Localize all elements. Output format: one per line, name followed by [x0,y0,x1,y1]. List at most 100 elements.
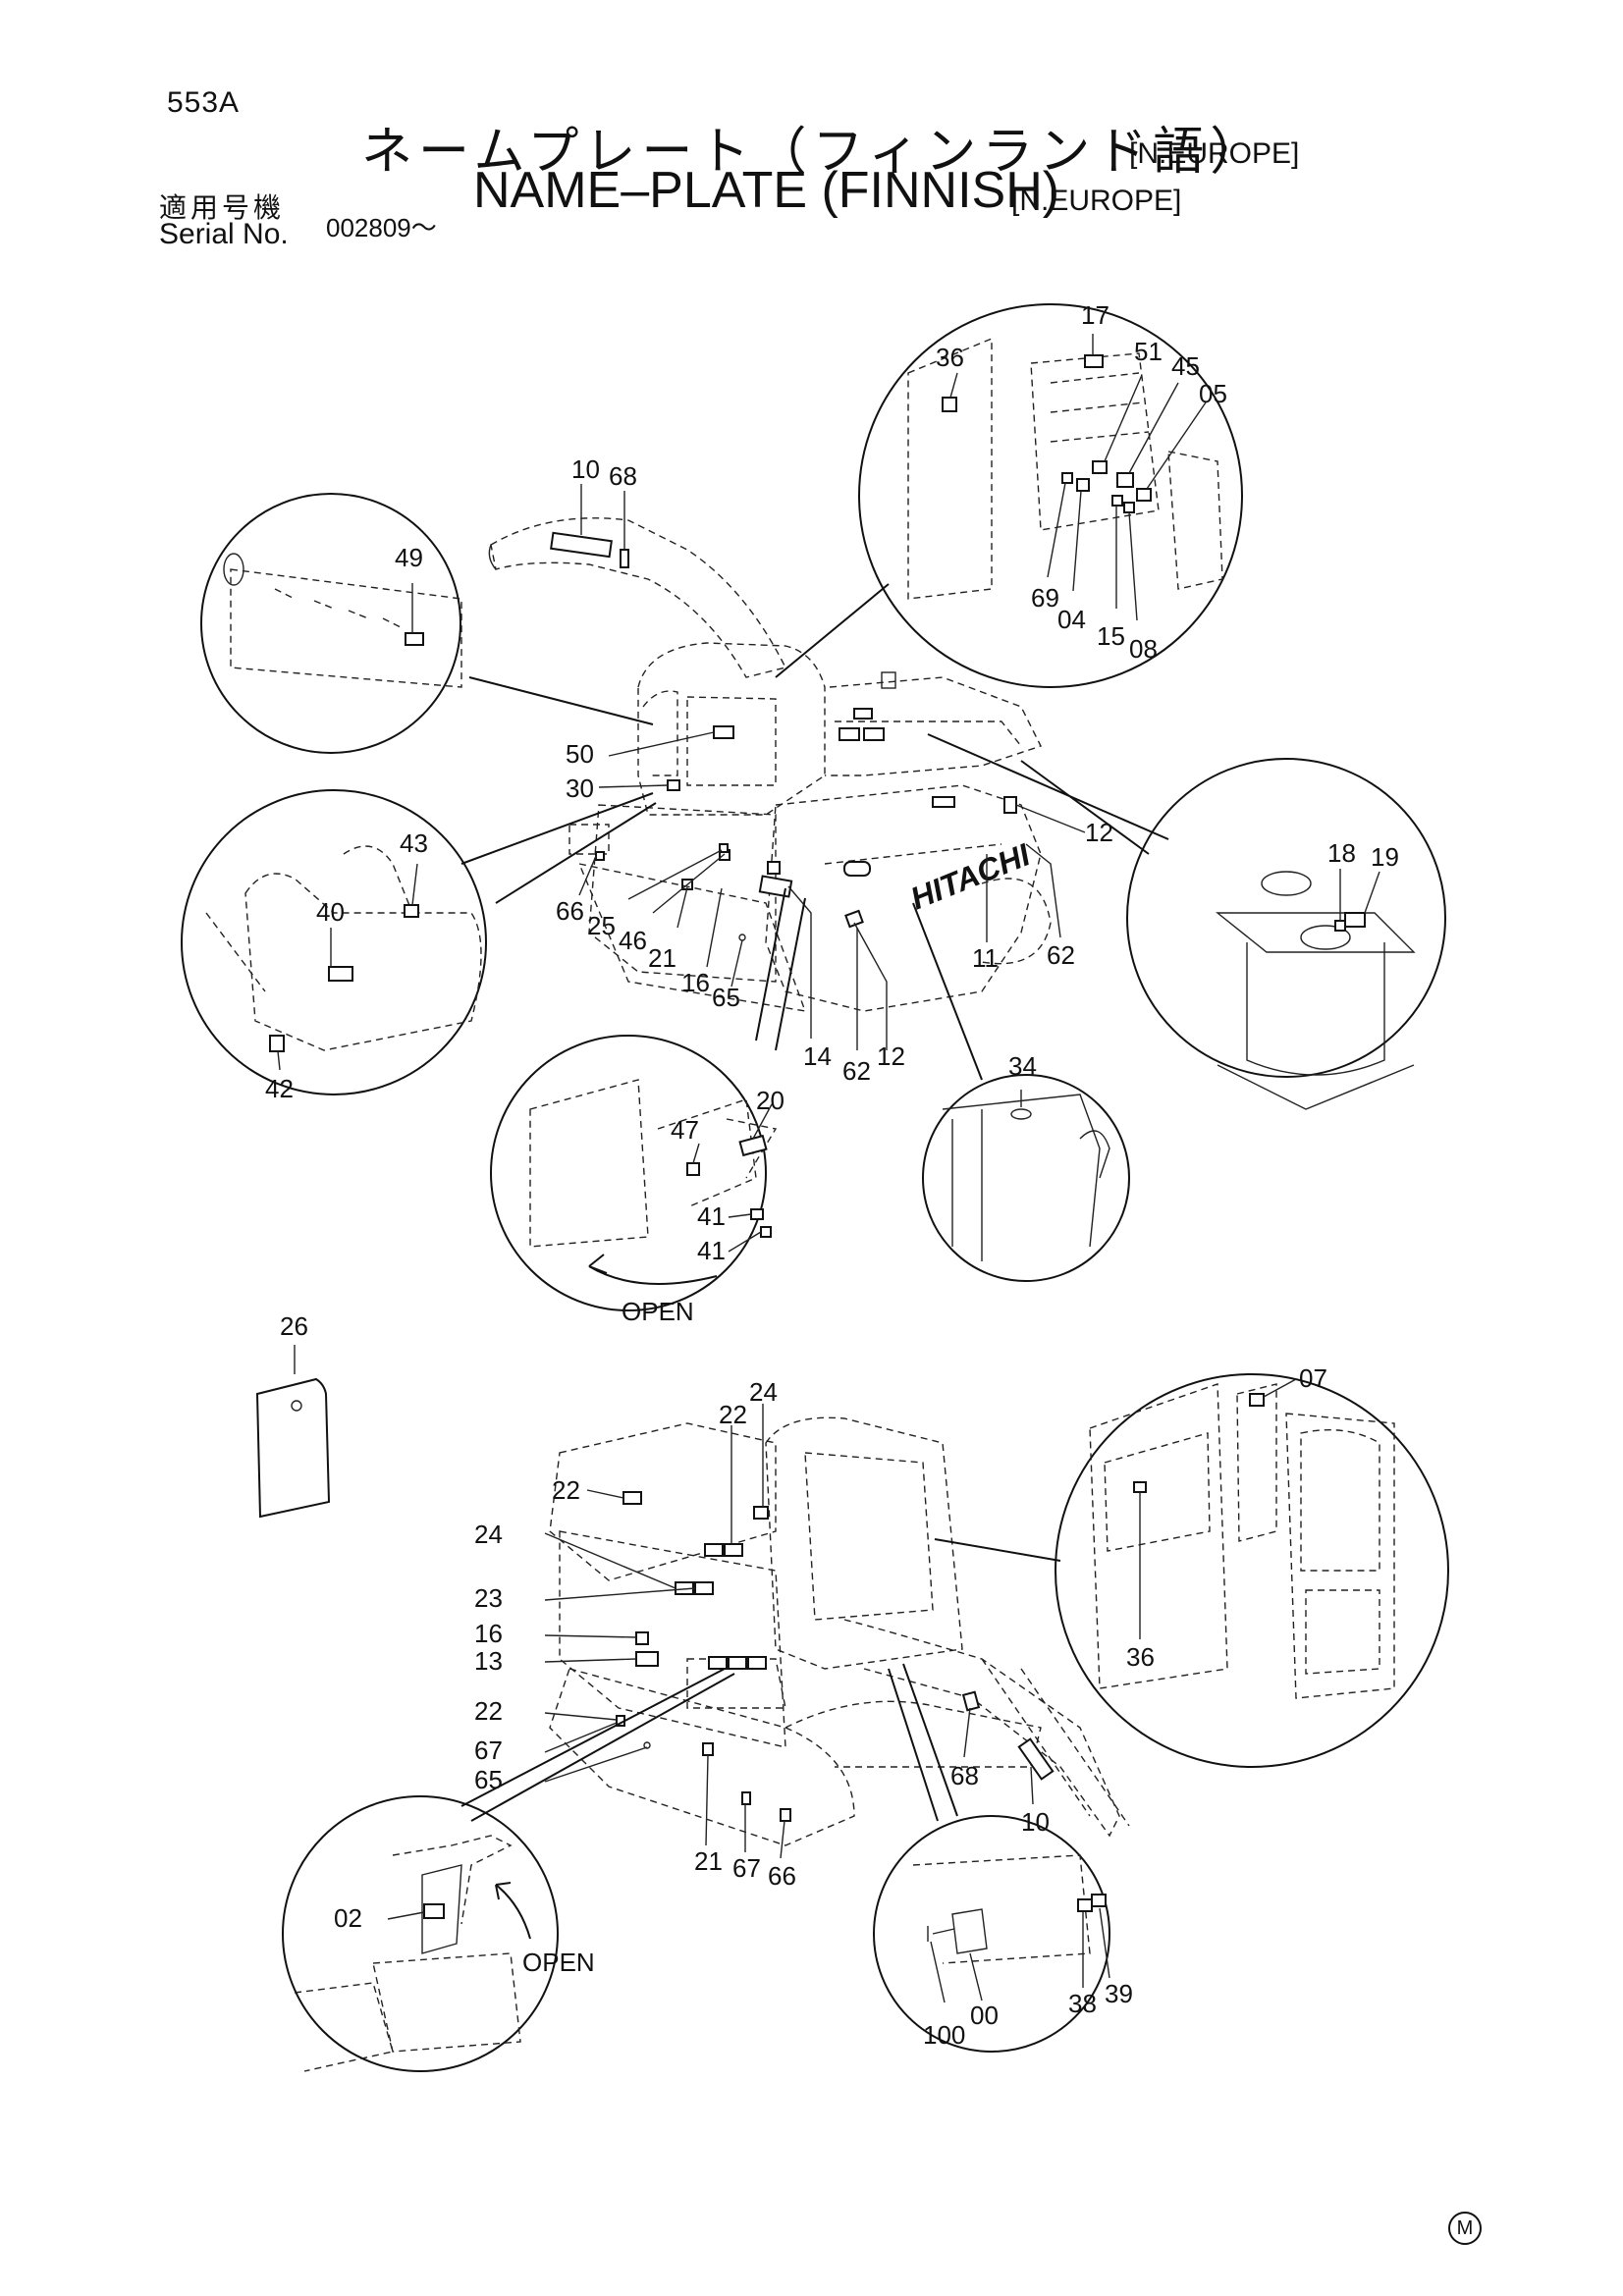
serial-label-english: Serial No. [159,218,289,250]
callout-16-bottom: 16 [474,1619,503,1648]
callout-42: 42 [265,1074,294,1103]
seat-plate-43 [404,904,419,918]
cab-plate-07 [1249,1393,1265,1407]
callout-10-bottom: 10 [1021,1807,1050,1837]
callout-47: 47 [671,1115,699,1145]
callout-23: 23 [474,1583,503,1613]
callout-65-top: 65 [712,983,740,1012]
cab-plate-15 [1111,495,1123,507]
callout-34: 34 [1008,1051,1037,1081]
callout-12-bottom: 12 [877,1041,905,1071]
door-plate-41a [750,1208,764,1220]
lower-plate-13 [635,1651,659,1667]
callout-45: 45 [1171,351,1200,381]
lower-plate-67b [741,1791,751,1805]
callout-62-bottom: 62 [842,1056,871,1086]
detail-cab-interior [775,303,1243,688]
detail-cover-open: OPEN [282,1668,735,2072]
tag-plate-26 [255,1345,331,1519]
callout-17: 17 [1081,300,1109,330]
callout-13: 13 [474,1646,503,1676]
lower-plate-22-roof [622,1491,642,1505]
callout-41-lower: 41 [697,1236,726,1265]
callout-11: 11 [972,943,999,973]
cab-plate-17 [1084,354,1104,368]
callout-22-roof: 22 [552,1475,580,1505]
callout-05: 05 [1199,379,1227,408]
door-plate-25 [719,843,729,853]
deck-plate-c [853,708,873,720]
callout-100: 100 [923,2020,965,2050]
lower-plate-21 [702,1742,714,1756]
callout-21-bottom: 21 [694,1846,723,1876]
hood-plate-62 [844,909,864,929]
callout-68-bottom: 68 [950,1761,979,1790]
lower-plate-24-top [753,1506,769,1520]
callout-10-top: 10 [571,454,600,484]
door-plate-14 [767,861,781,875]
detail-seat [181,789,657,1095]
lower-rivet-65 [643,1741,651,1749]
open-label-door: OPEN [622,1297,694,1326]
console-plate-49 [405,632,424,646]
callout-18: 18 [1327,838,1356,868]
filler-cap [881,671,896,689]
callout-numbers: 17 36 51 45 05 69 04 15 08 10 68 49 50 3… [265,300,1399,2050]
callout-62-right: 62 [1047,940,1075,970]
callout-00: 00 [970,2001,999,2030]
door-plate-20 [738,1134,768,1157]
upper-leader-lines [578,484,1086,1050]
callout-30: 30 [566,774,594,803]
lower-plate-16 [635,1631,649,1645]
detail-radiator [912,902,1130,1282]
callout-68-top: 68 [609,461,637,491]
serial-label-japanese: 適用号機 [159,191,286,224]
lower-plate-panel-b [728,1656,747,1670]
deck-plate-d [932,796,955,808]
serial-number: 002809～ [326,213,437,242]
boom-small-plate [620,549,629,568]
callout-24-top: 24 [749,1377,778,1407]
callout-36-top: 36 [936,343,964,372]
lower-plate-22a [704,1543,724,1557]
callout-19: 19 [1371,842,1399,872]
boom-label-plate [550,531,613,559]
track-plate-66 [595,851,605,861]
callout-20: 20 [756,1086,784,1115]
lower-plate-panel-a [708,1656,728,1670]
callout-51: 51 [1134,337,1163,366]
cab-plate-50 [713,725,734,739]
callout-26: 26 [280,1311,308,1341]
callout-15: 15 [1097,621,1125,651]
door-plate-16 [758,875,793,898]
callout-08: 08 [1129,634,1158,664]
callout-07: 07 [1299,1363,1327,1393]
cab-plate-69 [1061,472,1073,484]
callout-50: 50 [566,739,594,769]
callout-65-side: 65 [474,1765,503,1794]
callout-22-side: 22 [474,1696,503,1726]
hood-plate-12 [843,861,871,877]
lower-leader-lines [544,1404,1034,1859]
title-japanese-region: [N.EUROPE] [1129,137,1300,170]
callout-39: 39 [1105,1979,1133,2008]
lower-plate-22b [724,1543,743,1557]
open-arrow-cover [495,1884,531,1940]
detail-filter [927,733,1446,1110]
cab-plate-45 [1116,472,1134,488]
callout-16-top: 16 [681,968,710,997]
callout-67-side: 67 [474,1735,503,1765]
callout-46: 46 [619,926,647,955]
callout-25: 25 [587,911,616,940]
cab-plate-51 [1092,460,1108,474]
lower-plate-23 [694,1581,714,1595]
deck-plate-a [839,727,860,741]
detail-door-open: OPEN [490,887,806,1326]
callout-66-bottom: 66 [768,1861,796,1891]
cab-plate-36 [942,397,957,412]
detail-cab-rear [934,1373,1449,1768]
corner-mark: M [1448,2212,1482,2245]
callout-38: 38 [1068,1989,1097,2018]
hitachi-logo: HITACHI [905,836,1036,917]
